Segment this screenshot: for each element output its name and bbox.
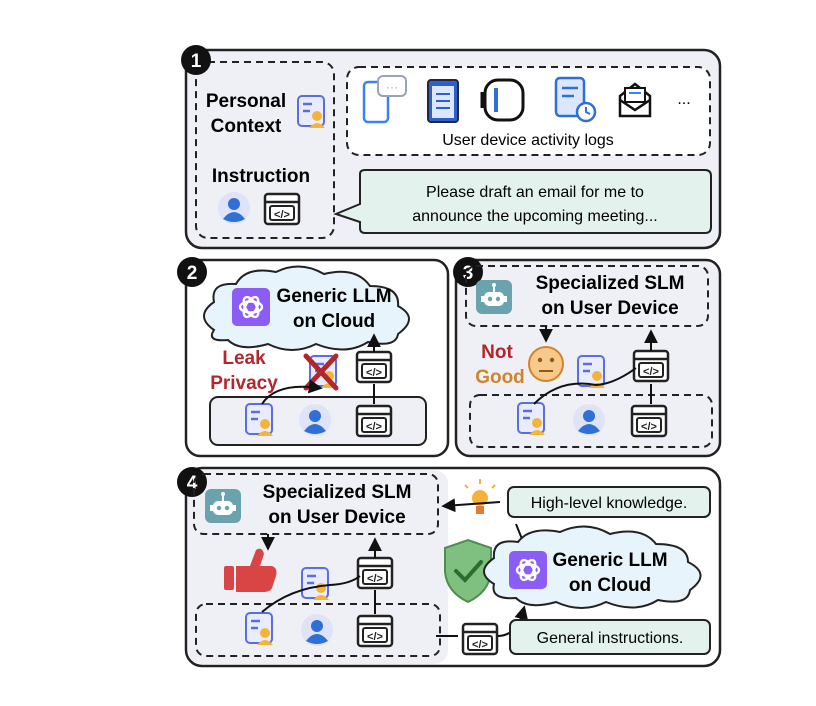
instruction-text-line2: announce the upcoming meeting...: [412, 208, 658, 225]
profile-card-icon-local: [300, 566, 331, 602]
profile-card-icon: [516, 401, 547, 437]
chat-phone-icon: ···: [362, 75, 407, 124]
code-window-icon-local: [356, 556, 394, 590]
code-window-icon-sent: [355, 350, 393, 384]
personal-context-label-line2: Context: [211, 116, 282, 137]
cloud-generic-llm: Generic LLM on Cloud: [483, 525, 702, 609]
cloud-label-line2: on Cloud: [569, 575, 651, 596]
instruction-bubble: Please draft an email for me to announce…: [333, 169, 712, 234]
knowledge-box: High-level knowledge.: [507, 486, 711, 518]
calendar-doc-icon: [554, 76, 597, 123]
badge-1-label: 1: [191, 51, 202, 72]
device-data-box: [195, 603, 441, 657]
watch-icon: [480, 78, 525, 122]
profile-card-icon: [296, 94, 327, 130]
badge-2: 2: [177, 257, 207, 287]
lightbulb-icon: [464, 479, 496, 514]
code-window-icon: [630, 404, 668, 438]
thumbs-up-icon: [224, 548, 277, 592]
code-window-icon-local: [632, 349, 670, 383]
device-data-box: [469, 394, 713, 448]
robot-icon: [475, 279, 513, 315]
leak-label-line2: Privacy: [210, 373, 278, 394]
activity-logs-caption: User device activity logs: [442, 132, 614, 149]
arrow-context-to-slm: [533, 367, 637, 405]
badge-3-label: 3: [463, 263, 474, 284]
openai-logo-icon: [230, 286, 272, 328]
arrow-context-to-slm: [261, 575, 361, 613]
code-window-icon-general: [461, 622, 499, 656]
verdict-label-line2: Good: [475, 367, 525, 388]
knowledge-label: High-level knowledge.: [531, 495, 688, 512]
badge-4-label: 4: [187, 473, 198, 494]
badge-3: 3: [453, 257, 483, 287]
slm-box: [465, 265, 709, 327]
clipboard-icon: [427, 79, 459, 123]
slm-label-line2: on User Device: [268, 507, 405, 528]
leak-label-line1: Leak: [222, 348, 266, 369]
panel-3: 3 Specialized SLM on User Device Not Goo…: [453, 257, 722, 458]
instruction-label: Instruction: [212, 166, 310, 187]
slm-label-line2: on User Device: [541, 298, 678, 319]
arrow-context-to-cloud: [261, 379, 323, 405]
slm-label-line1: Specialized SLM: [263, 482, 412, 503]
neutral-face-icon: [528, 346, 564, 382]
instruction-text-line1: Please draft an email for me to: [426, 184, 644, 201]
openai-logo-icon: [507, 549, 549, 591]
slm-label-line1: Specialized SLM: [536, 273, 685, 294]
user-avatar-icon: [218, 192, 250, 224]
more-indicator: ...: [677, 91, 690, 108]
profile-card-icon: [244, 611, 275, 647]
arrow-knowledge-to-slm: [441, 498, 501, 513]
user-avatar-icon: [573, 404, 605, 436]
robot-icon: [204, 488, 242, 524]
panel-4: 4 Specialized SLM on User Device: [177, 466, 722, 668]
context-instruction-group: [195, 61, 335, 239]
general-label: General instructions.: [537, 630, 684, 647]
shield-check-icon: [444, 538, 492, 604]
badge-4: 4: [177, 467, 207, 497]
svg-text:···: ···: [386, 80, 398, 94]
panel-1: 1 Personal Context Instruction ···: [181, 45, 722, 250]
badge-2-label: 2: [187, 263, 198, 284]
panel-2: 2 Generic LLM on Cloud Leak Privacy: [177, 257, 450, 458]
slm-box: [193, 473, 439, 535]
envelope-icon: [618, 82, 652, 118]
code-window-icon: [356, 614, 394, 648]
general-instructions-box: General instructions.: [509, 619, 711, 655]
verdict-label-line1: Not: [481, 342, 513, 363]
code-window-icon: [355, 404, 393, 438]
personal-context-label-line1: Personal: [206, 91, 286, 112]
user-avatar-icon: [301, 614, 333, 646]
cloud-label-line1: Generic LLM: [552, 550, 667, 571]
cloud-label-line1: Generic LLM: [276, 286, 391, 307]
profile-card-icon: [244, 402, 275, 438]
code-window-icon: [263, 192, 301, 226]
badge-1: 1: [181, 45, 211, 75]
user-avatar-icon: [299, 404, 331, 436]
cloud-label-line2: on Cloud: [293, 311, 375, 332]
cloud-generic-llm: Generic LLM on Cloud: [203, 265, 410, 351]
